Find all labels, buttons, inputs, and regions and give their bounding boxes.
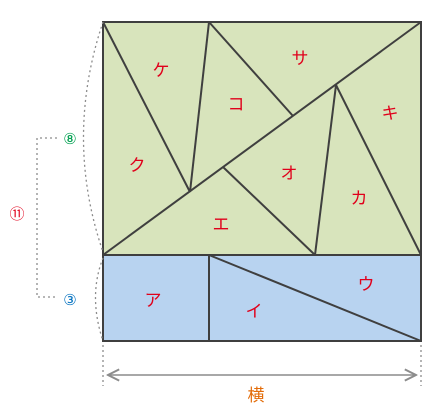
- ratio-total-label: ⑪: [9, 205, 24, 223]
- piece-label-ka: カ: [351, 189, 368, 209]
- ratio-upper-label: ⑧: [63, 130, 76, 148]
- width-label: 横: [248, 386, 265, 406]
- piece-label-e: エ: [213, 215, 230, 235]
- width-dimension: [102, 345, 422, 386]
- lower-blue-region: [102, 254, 422, 342]
- piece-label-ki: キ: [382, 104, 399, 124]
- piece-label-sa: サ: [292, 49, 309, 69]
- ratio-guides: [36, 21, 104, 342]
- piece-label-o: オ: [281, 164, 298, 184]
- piece-label-ku: ク: [129, 156, 146, 176]
- piece-label-u: ウ: [358, 275, 375, 295]
- ratio-lower-label: ③: [63, 291, 76, 309]
- piece-label-ko: コ: [228, 95, 245, 115]
- piece-label-a: ア: [145, 291, 162, 311]
- piece-label-i: イ: [246, 302, 263, 322]
- piece-dividers: [102, 21, 422, 342]
- piece-label-ke: ケ: [153, 61, 170, 81]
